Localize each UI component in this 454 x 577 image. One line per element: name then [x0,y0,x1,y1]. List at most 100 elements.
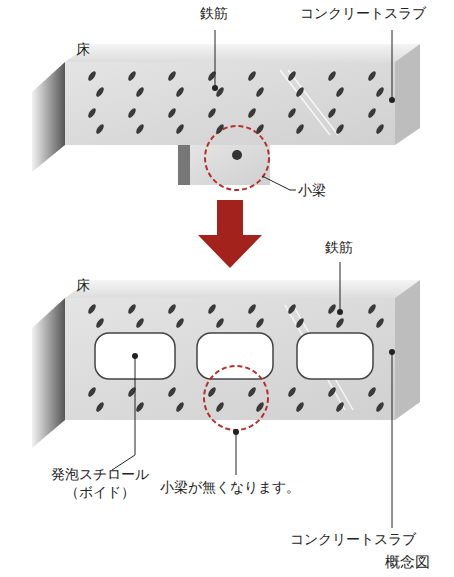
rebar-dot [175,123,186,135]
highlight [280,70,330,135]
rebar-dot [207,107,218,119]
rebar-dot [167,386,178,398]
rebar-dot [167,107,178,119]
rebar-dot [87,386,98,398]
rebar-dot [87,70,98,82]
highlight-circle [204,366,268,430]
rebar-dot [247,107,258,119]
rebar-dot [335,317,346,329]
rebar-label: 鉄筋 [200,4,228,22]
void [197,333,273,379]
rebar-dot [367,386,378,398]
rebar-group [87,70,386,135]
highlight-circle [205,126,269,190]
rebar-dot [127,303,138,315]
leader-line [215,30,216,88]
rebar-dot [207,386,218,398]
rebar-dot [375,317,386,329]
rebar-dot [335,123,346,135]
leader-line [236,432,237,475]
rebar-dot [175,86,186,98]
down-arrow [198,200,262,268]
small-beam [190,145,270,185]
rebar-dot [215,123,226,135]
rebar-dot [287,107,298,119]
rebar-dot [127,70,138,82]
rebar-dot [255,123,266,135]
leader-line [112,356,135,470]
rebar-dot [247,70,258,82]
slab-end-face [395,280,420,420]
beam-label: 小梁 [298,181,326,199]
rebar-dot [127,107,138,119]
rebar-dot [207,70,218,82]
rebar-dot [367,303,378,315]
void [297,333,373,379]
leader-line [340,262,341,312]
leader-line [392,352,393,528]
leader-line [392,30,393,100]
leader-line [262,176,296,190]
slab-front-face [65,62,395,145]
rebar-dot [175,401,186,413]
rebar-dot [295,401,306,413]
rebar-dot [335,86,346,98]
floor-label: 床 [76,40,90,58]
rebar-dot [287,386,298,398]
beam-side [178,145,190,185]
rebar-dot [215,401,226,413]
rebar-dot [375,86,386,98]
void-label: 発泡スチロール （ボイド） [45,465,155,501]
caption: 概念図 [385,553,430,571]
rebar-dot [367,107,378,119]
rebar-dot [207,303,218,315]
highlight [288,70,338,135]
rebar-dot [95,123,106,135]
slab-front-face [65,298,395,420]
rebar-dot [135,86,146,98]
rebar-dot [295,317,306,329]
rebar-dot [175,317,186,329]
rebar-dot [375,123,386,135]
rebar-dot [215,317,226,329]
rebar-dot [135,401,146,413]
rebar-dot [367,70,378,82]
note-text: 小梁が無くなります。 [160,478,300,496]
rebar-dot [335,401,346,413]
rebar-dot [327,386,338,398]
rebar-dot [375,401,386,413]
rebar-label: 鉄筋 [325,238,353,256]
rebar-dot [327,70,338,82]
rebar-dot [127,386,138,398]
rebar-dot [327,303,338,315]
rebar-dot [255,86,266,98]
rebar-dot [327,107,338,119]
rebar-dot [287,303,298,315]
rebar-dot [287,70,298,82]
rebar-dot [167,303,178,315]
rebar-dot [95,317,106,329]
slab-top-face [65,44,420,62]
slab-end-face [395,44,420,145]
rebar-dot [255,317,266,329]
rebar-dot [135,317,146,329]
slab-side-face [32,62,65,172]
slab-label: コンクリートスラブ [300,4,426,22]
rebar-dot [255,401,266,413]
rebar-dot [247,303,258,315]
floor-label: 床 [76,276,90,294]
rebar-dot [232,150,242,160]
rebar-dot [295,123,306,135]
rebar-dot [95,401,106,413]
slab-label: コンクリートスラブ [290,530,416,548]
rebar-dot [135,123,146,135]
rebar-dot [295,86,306,98]
rebar-dot [247,386,258,398]
slab-top-face [65,280,420,298]
rebar-dot [95,86,106,98]
rebar-group [87,303,386,413]
rebar-dot [87,107,98,119]
slab-side-face [32,298,65,448]
rebar-dot [87,303,98,315]
